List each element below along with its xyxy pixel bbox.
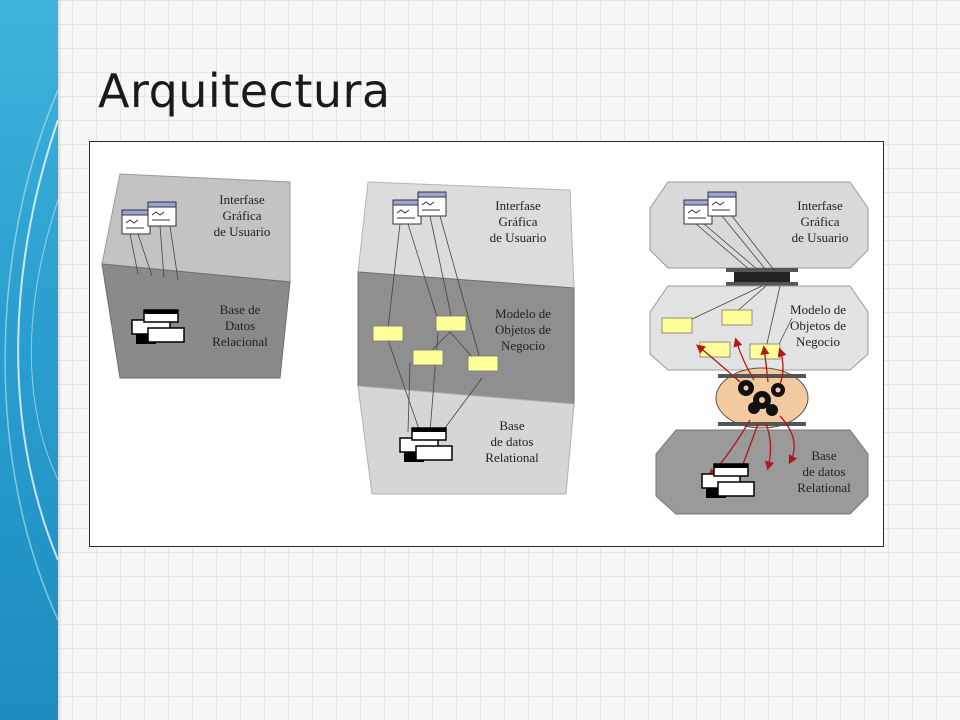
tier-label-line: Gráfica — [801, 214, 840, 229]
tier-label-line: Base — [499, 418, 525, 433]
diagram-two-tier: Interfase Gráfica de Usuario Base de Dat… — [101, 173, 291, 379]
tier-database-2 — [357, 385, 575, 495]
tier-database-1 — [101, 263, 291, 379]
broker-cap — [718, 374, 806, 378]
tier-label-line: Datos — [225, 318, 255, 333]
tier-label-line: Negocio — [796, 334, 840, 349]
side-accent-band — [0, 0, 58, 720]
tier-label-line: Interfase — [219, 192, 265, 207]
side-band-shadow — [58, 0, 62, 720]
tier-label-line: Base — [811, 448, 837, 463]
tier-label-line: Relacional — [212, 334, 268, 349]
tier-label-line: Objetos de — [790, 318, 846, 333]
tier-label-line: de datos — [803, 464, 846, 479]
connector-lines — [689, 215, 793, 349]
tier-label-line: Negocio — [501, 338, 545, 353]
business-object-boxes — [372, 315, 499, 372]
architecture-diagram: Interfase Gráfica de Usuario Base de Dat… — [101, 173, 869, 515]
broker-cap — [718, 422, 806, 426]
connector-lines — [387, 215, 483, 433]
gear-holes — [743, 385, 781, 403]
architecture-figure: Interfase Gráfica de Usuario Base de Dat… — [89, 141, 884, 547]
tier-label-line: de datos — [491, 434, 534, 449]
tier-label-line: Gráfica — [499, 214, 538, 229]
tier-label-line: de Usuario — [490, 230, 547, 245]
tier-label-line: Interfase — [495, 198, 541, 213]
diagram-distributed: Interfase Gráfica de Usuario Modelo de O… — [649, 181, 869, 515]
slide-title: Arquitectura — [98, 64, 391, 118]
tier-label-line: Gráfica — [223, 208, 262, 223]
connector-neck — [726, 268, 798, 286]
tier-label-line: Relational — [797, 480, 851, 495]
tier-label-line: de Usuario — [214, 224, 271, 239]
tier-label-line: Relational — [485, 450, 539, 465]
tier-label-line: Interfase — [797, 198, 843, 213]
diagram-three-tier: Interfase Gráfica de Usuario Modelo de O… — [357, 181, 575, 495]
tier-label-line: Modelo de — [790, 302, 846, 317]
connector-lines — [129, 225, 179, 281]
tier-label-line: Base de — [220, 302, 261, 317]
tier-label-line: Modelo de — [495, 306, 551, 321]
decorative-swoosh — [4, 89, 58, 621]
tier-label-line: de Usuario — [792, 230, 849, 245]
tier-label-line: Objetos de — [495, 322, 551, 337]
